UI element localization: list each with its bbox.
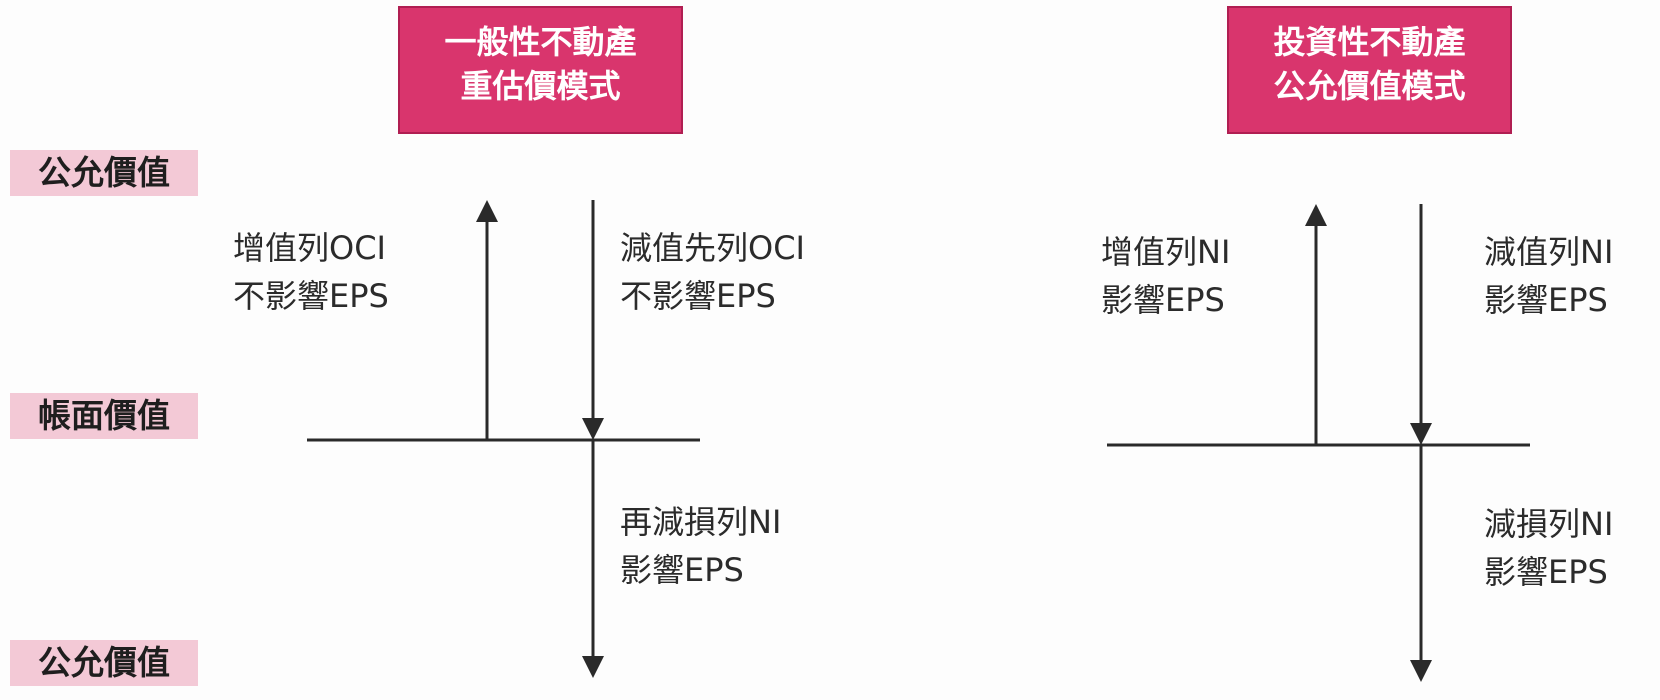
left-increase-line1: 增值列OCI [233,229,386,267]
left-decrease-line2: 不影響EPS [620,277,776,315]
header-right-line1: 投資性不動產 [1273,23,1466,61]
header-right-line2: 公允價值模式 [1273,67,1466,105]
header-left-line1: 一般性不動產 [444,23,637,61]
right-decrease-arrowhead [1410,423,1432,445]
right-decrease-line2: 影響EPS [1484,281,1608,319]
left-impairment-line2: 影響EPS [620,551,744,589]
left-decrease-arrowhead [582,418,604,440]
right-impairment-line1: 減損列NI [1484,505,1614,543]
fair-value-label-bottom: 公允價值 [10,640,198,686]
right-impairment-arrowhead [1410,660,1432,682]
right-impairment-line2: 影響EPS [1484,553,1608,591]
fair-value-label-top: 公允價值 [10,150,198,196]
left-decrease-line1: 減值先列OCI [620,229,805,267]
right-decrease-line1: 減值列NI [1484,233,1614,271]
left-increase-note: 增值列OCI 不影響EPS [233,224,389,320]
right-decrease-note: 減值列NI 影響EPS [1484,228,1613,324]
right-impairment-note: 減損列NI 影響EPS [1484,500,1613,596]
right-increase-line1: 增值列NI [1101,233,1231,271]
carrying-value-label: 帳面價值 [10,393,198,439]
header-left-line2: 重估價模式 [460,67,621,105]
left-decrease-note: 減值先列OCI 不影響EPS [620,224,805,320]
left-increase-arrowhead [476,200,498,222]
fair-value-model-header: 投資性不動產 公允價值模式 [1227,6,1512,134]
left-impairment-line1: 再減損列NI [620,503,782,541]
revaluation-model-header: 一般性不動產 重估價模式 [398,6,683,134]
left-impairment-arrowhead [582,656,604,678]
right-increase-note: 增值列NI 影響EPS [1101,228,1230,324]
right-increase-arrowhead [1305,204,1327,226]
left-impairment-note: 再減損列NI 影響EPS [620,498,781,594]
right-increase-line2: 影響EPS [1101,281,1225,319]
left-increase-line2: 不影響EPS [233,277,389,315]
